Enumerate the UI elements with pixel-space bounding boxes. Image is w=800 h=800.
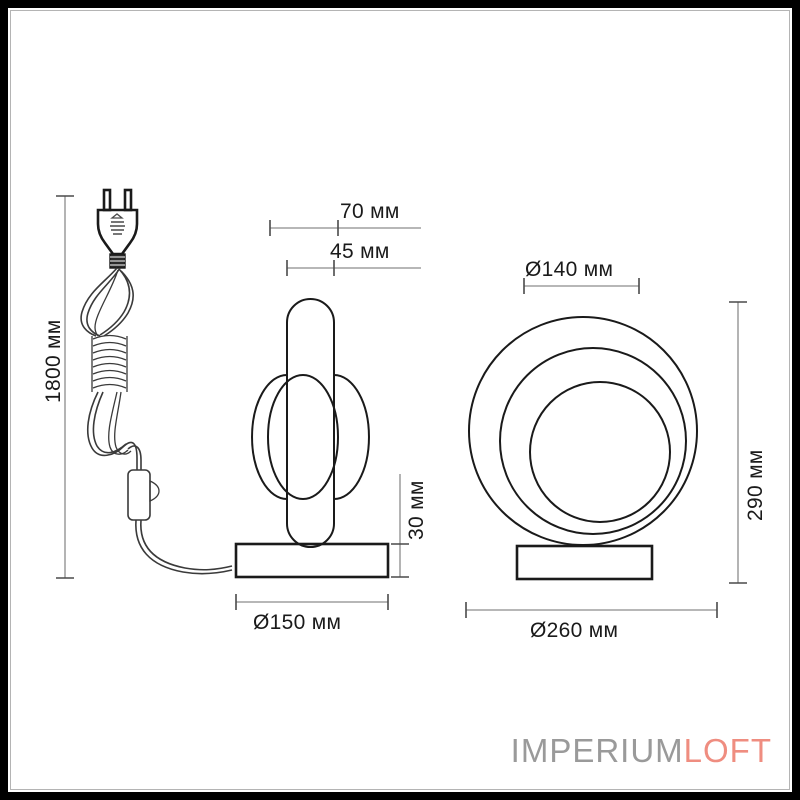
dimension-label-140: Ø140 мм xyxy=(525,258,614,281)
dimension-label-260: Ø260 мм xyxy=(530,619,619,642)
power-cord-group xyxy=(80,188,233,575)
cord-coil xyxy=(91,334,128,392)
dimension-45 xyxy=(286,260,421,276)
dimension-label-30: 30 мм xyxy=(405,480,428,540)
inline-switch xyxy=(127,469,160,521)
brand-logo-secondary: LOFT xyxy=(683,732,772,769)
cord-loops-upper xyxy=(80,267,134,337)
dimension-label-150: Ø150 мм xyxy=(253,611,342,634)
dimension-label-45: 45 мм xyxy=(330,240,390,263)
dimension-label-290: 290 мм xyxy=(744,449,767,521)
dimension-30 xyxy=(391,474,409,578)
front-view-group xyxy=(468,316,698,581)
cord-to-base xyxy=(135,519,233,575)
cord-to-switch xyxy=(123,441,142,470)
dimension-140 xyxy=(523,278,640,294)
dimension-150 xyxy=(235,594,389,610)
dimension-260 xyxy=(465,602,718,618)
dimension-label-70: 70 мм xyxy=(340,200,400,223)
brand-logo-primary: IMPERIUM xyxy=(510,732,684,769)
brand-logo: IMPERIUMLOFT xyxy=(511,732,772,770)
dimension-1800 xyxy=(56,195,74,579)
dimension-290 xyxy=(729,301,747,584)
dimension-70 xyxy=(269,220,421,236)
cord-loops-lower xyxy=(86,391,132,457)
side-view-group xyxy=(234,298,390,579)
dimension-label-1800: 1800 мм xyxy=(42,319,65,403)
plug-icon xyxy=(96,188,139,269)
